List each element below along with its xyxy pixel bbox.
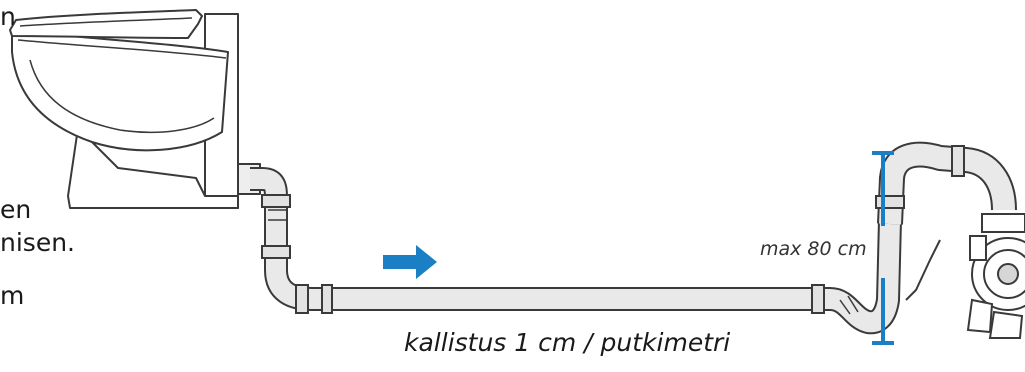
pump-loop-pipe bbox=[875, 141, 1017, 301]
side-text-line-4: m bbox=[0, 281, 25, 310]
side-text-line-1: n bbox=[0, 2, 16, 31]
drain-pipe bbox=[250, 167, 902, 335]
toilet-base bbox=[67, 127, 239, 209]
max-height-label: max 80 cm bbox=[760, 238, 867, 260]
pump-unit bbox=[966, 213, 1025, 339]
arrow-right-icon bbox=[383, 245, 437, 279]
side-text-line-3: nisen. bbox=[0, 228, 75, 257]
slope-label: kallistus 1 cm / putkimetri bbox=[404, 328, 731, 357]
side-text-line-2: en bbox=[0, 195, 32, 224]
toilet-bowl bbox=[11, 29, 229, 152]
vertical-dimension-icon bbox=[872, 151, 894, 345]
toilet-illustration bbox=[9, 9, 261, 209]
toilet-lid bbox=[9, 9, 203, 39]
